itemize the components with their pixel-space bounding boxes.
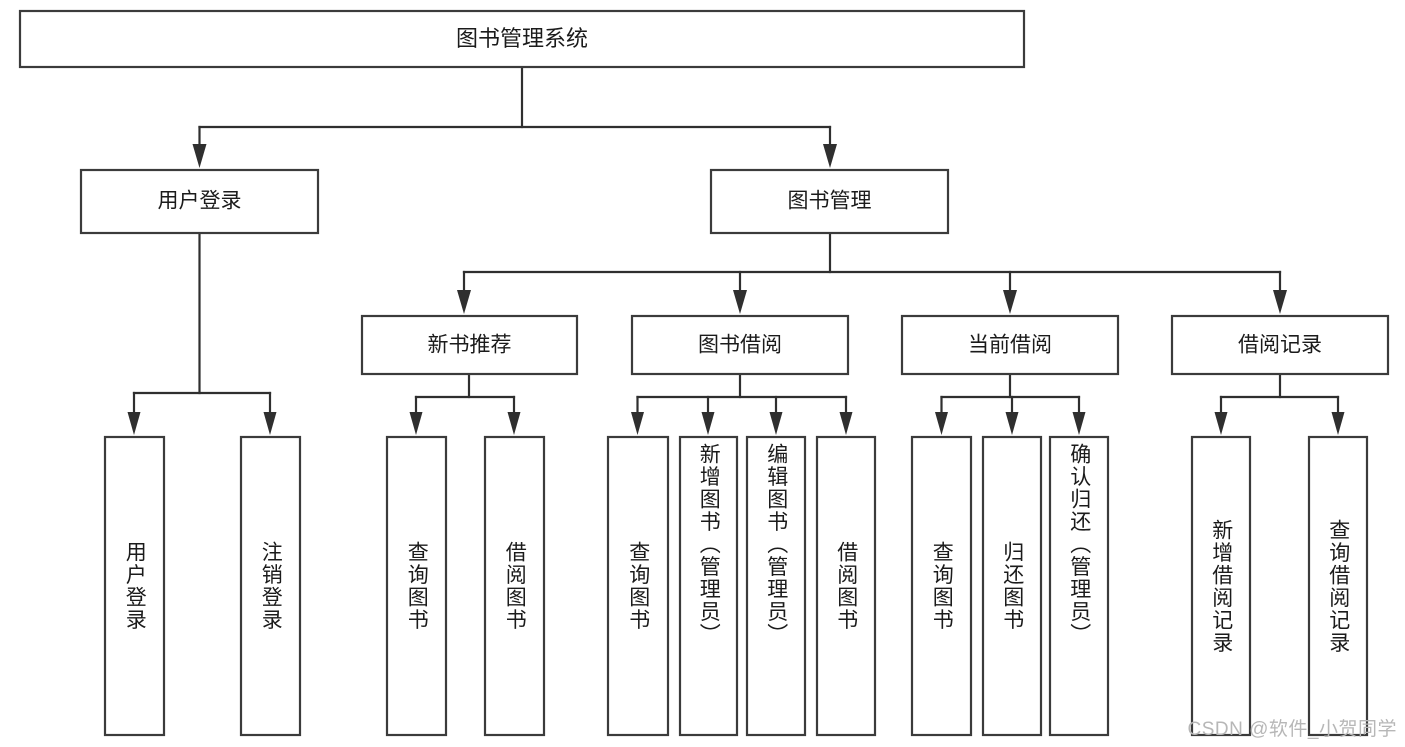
edge-group-current-borrow bbox=[935, 372, 1086, 435]
leaf-box-confirm-return-admin[interactable] bbox=[1048, 435, 1110, 737]
arrowhead-icon-borrow-record-leaf1 bbox=[1214, 412, 1228, 435]
node-borrow-record-label: 借阅记录 bbox=[1238, 334, 1322, 357]
leaf-box-borrow-book-rec[interactable] bbox=[483, 435, 546, 737]
node-new-book-recommend-label: 新书推荐 bbox=[428, 334, 512, 357]
node-book-management-label: 图书管理 bbox=[788, 190, 872, 213]
node-book-management[interactable]: 图书管理 bbox=[709, 168, 950, 235]
leaf-box-add-borrow-record[interactable] bbox=[1190, 435, 1252, 737]
node-borrow-record-box bbox=[1170, 314, 1390, 376]
node-current-borrow-label: 当前借阅 bbox=[968, 334, 1052, 357]
leaf-box-borrow-book[interactable] bbox=[815, 435, 877, 737]
arrowhead-icon-new-book-rec-leaf2 bbox=[507, 412, 521, 435]
leaf-box-query-book-rec[interactable] bbox=[385, 435, 448, 737]
arrowhead-icon-book-borrow bbox=[733, 290, 747, 314]
arrowhead-icon-borrow-record bbox=[1273, 290, 1287, 314]
arrowhead-icon-current-borrow-leaf1 bbox=[935, 412, 948, 435]
node-root-system[interactable]: 图书管理系统 bbox=[18, 9, 1026, 69]
watermark-text: CSDN @软件_小贺同学 bbox=[1187, 719, 1397, 740]
leaf-box-query-borrow-record[interactable] bbox=[1307, 435, 1369, 737]
arrowhead-icon-current-borrow-leaf2 bbox=[1005, 412, 1019, 435]
edge-group-root bbox=[192, 65, 837, 168]
arrowhead-icon-current-borrow-leaf3 bbox=[1072, 412, 1086, 435]
leaf-box-add-book-admin[interactable] bbox=[678, 435, 739, 737]
leaf-box-query-book-current[interactable] bbox=[910, 435, 973, 737]
node-book-management-box bbox=[709, 168, 950, 235]
node-user-login-box bbox=[79, 168, 320, 235]
node-book-borrow-box bbox=[630, 314, 850, 376]
arrowhead-icon-root-user-login bbox=[192, 144, 207, 168]
edge-group-book-borrow bbox=[631, 372, 853, 435]
edge-group-new-book-rec bbox=[409, 372, 521, 435]
node-root-system-label: 图书管理系统 bbox=[456, 26, 588, 51]
arrowhead-icon-borrow-record-leaf2 bbox=[1331, 412, 1345, 435]
arrowhead-icon-new-book-rec-leaf1 bbox=[409, 412, 423, 435]
arrowhead-icon-book-borrow-leaf1 bbox=[631, 412, 644, 435]
node-book-borrow-label: 图书借阅 bbox=[698, 334, 782, 357]
leaf-box-edit-book-admin[interactable] bbox=[745, 435, 807, 737]
arrowhead-icon-user-login-leaf1 bbox=[127, 412, 141, 435]
leaf-box-query-book-borrow[interactable] bbox=[606, 435, 670, 737]
node-borrow-record[interactable]: 借阅记录 bbox=[1170, 314, 1390, 376]
edge-group-borrow-record bbox=[1214, 372, 1345, 435]
arrowhead-icon-current-borrow bbox=[1003, 290, 1017, 314]
node-book-borrow[interactable]: 图书借阅 bbox=[630, 314, 850, 376]
leaf-box-return-book[interactable] bbox=[981, 435, 1043, 737]
arrowhead-icon-root-book-mgmt bbox=[823, 144, 837, 168]
edge-group-user-login bbox=[127, 231, 277, 435]
arrowhead-icon-book-borrow-leaf4 bbox=[839, 412, 853, 435]
node-user-login-label: 用户登录 bbox=[158, 190, 242, 213]
edge-group-book-mgmt bbox=[457, 231, 1287, 314]
node-current-borrow[interactable]: 当前借阅 bbox=[900, 314, 1120, 376]
node-current-borrow-box bbox=[900, 314, 1120, 376]
arrowhead-icon-book-borrow-leaf3 bbox=[769, 412, 783, 435]
arrowhead-icon-book-borrow-leaf2 bbox=[701, 412, 715, 435]
node-new-book-recommend[interactable]: 新书推荐 bbox=[360, 314, 579, 376]
node-user-login[interactable]: 用户登录 bbox=[79, 168, 320, 235]
node-new-book-recommend-box bbox=[360, 314, 579, 376]
arrowhead-icon-new-book-rec bbox=[457, 290, 471, 314]
leaf-box-user-login[interactable] bbox=[103, 435, 166, 737]
arrowhead-icon-user-login-leaf2 bbox=[263, 412, 277, 435]
node-root-system-box bbox=[18, 9, 1026, 69]
leaf-box-logout[interactable] bbox=[239, 435, 302, 737]
